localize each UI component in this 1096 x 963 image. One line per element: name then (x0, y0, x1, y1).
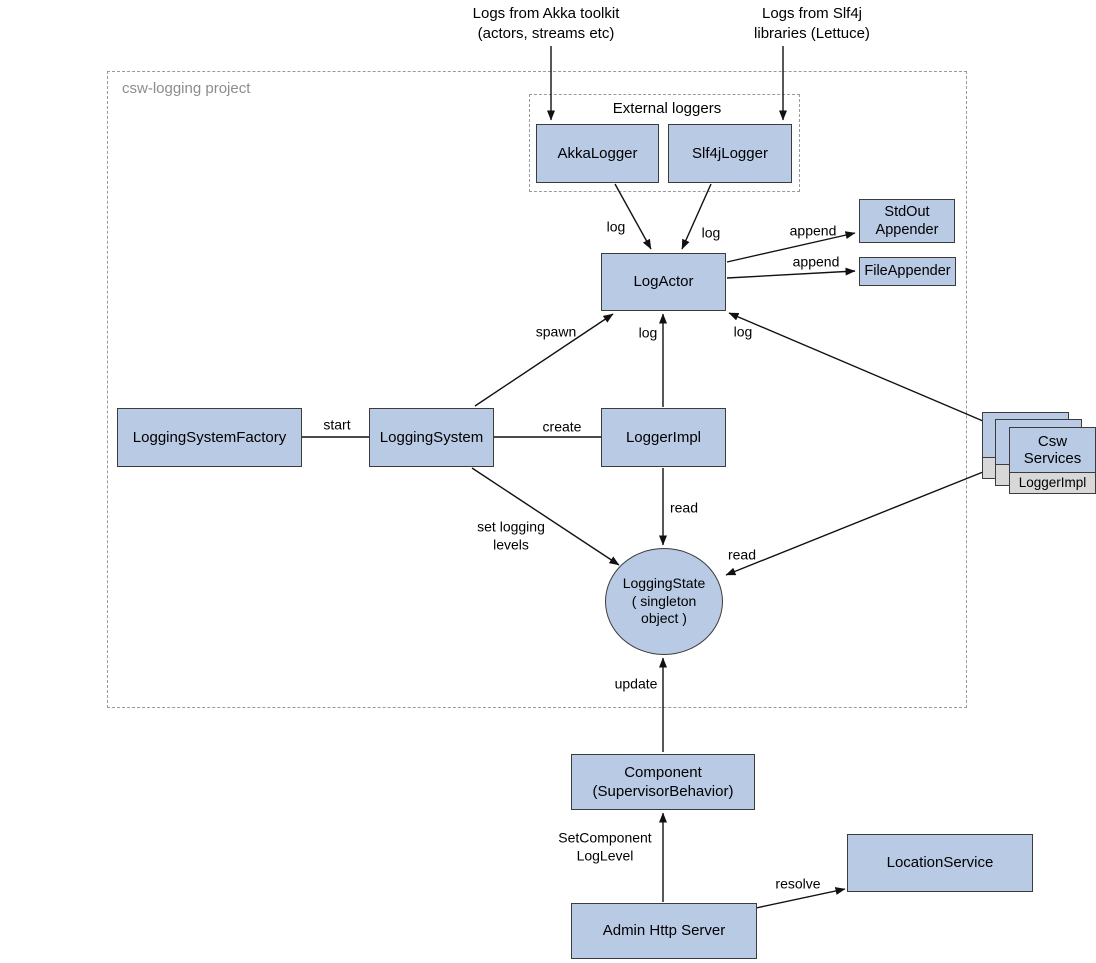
akka-source-label: Logs from Akka toolkit (actors, streams … (472, 5, 620, 43)
edge-label-log-slf4j: log (701, 224, 721, 241)
node-loggerimpl: LoggerImpl (601, 408, 726, 467)
node-loggingsystemfactory: LoggingSystemFactory (117, 408, 302, 467)
node-component: Component (SupervisorBehavior) (571, 754, 755, 810)
slf4j-source-label: Logs from Slf4j libraries (Lettuce) (754, 5, 870, 43)
csw-services-strip-label: LoggerImpl (1018, 475, 1087, 491)
edge-label-setcomponent-loglevel: SetComponent LogLevel (558, 829, 652, 864)
node-akkalogger: AkkaLogger (536, 124, 659, 183)
node-logactor: LogActor (601, 253, 726, 311)
node-locationservice: LocationService (847, 834, 1033, 892)
edge-label-append-stdout: append (789, 222, 837, 239)
node-admin-http-server: Admin Http Server (571, 903, 757, 959)
edge-label-log-impl: log (638, 324, 658, 341)
external-loggers-boundary (529, 94, 800, 192)
node-csw-services: Csw Services LoggerImpl (1009, 427, 1096, 494)
node-slf4jlogger: Slf4jLogger (668, 124, 792, 183)
edge-label-resolve: resolve (775, 875, 821, 892)
edge-label-read-impl: read (669, 499, 699, 516)
node-loggingstate: LoggingState ( singleton object ) (605, 548, 723, 655)
node-fileappender: FileAppender (859, 257, 956, 286)
node-stdout-appender: StdOut Appender (859, 199, 955, 243)
project-boundary-label: csw-logging project (122, 80, 251, 97)
edge-label-spawn: spawn (535, 323, 577, 340)
edge-label-update: update (614, 675, 658, 692)
edge-label-set-logging-levels: set logging levels (477, 518, 545, 553)
node-loggingsystem: LoggingSystem (369, 408, 494, 467)
edge-label-read-csw: read (727, 546, 757, 563)
edge-label-create: create (542, 418, 582, 435)
edge-label-log-akka: log (606, 218, 626, 235)
external-loggers-label: External loggers (612, 100, 722, 117)
edge-label-start: start (323, 416, 351, 433)
edge-label-append-file: append (792, 253, 840, 270)
csw-stack-card-strip (1010, 472, 1095, 493)
edge-label-log-csw: log (733, 323, 753, 340)
csw-services-label: Csw Services (1023, 432, 1082, 467)
